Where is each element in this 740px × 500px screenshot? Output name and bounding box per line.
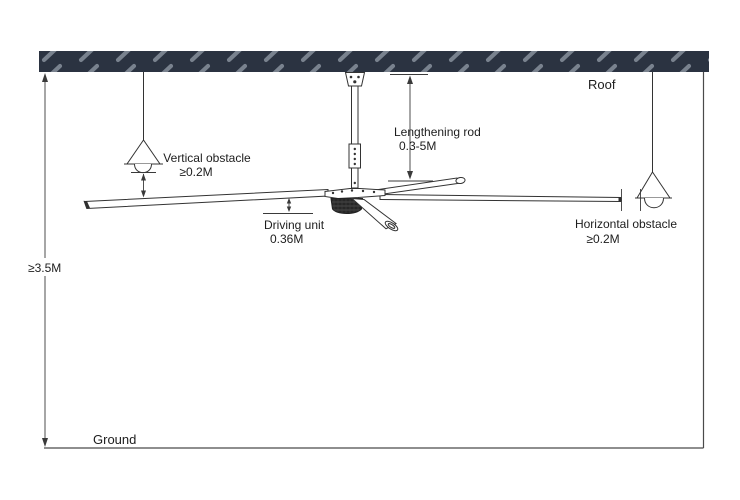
height-dimension	[22, 73, 82, 447]
driving-unit-value: 0.36M	[270, 232, 303, 246]
driving-unit-dimension	[263, 198, 313, 214]
roof-label: Roof	[588, 77, 616, 92]
fan-blade-left	[83, 188, 329, 210]
driving-unit-label: Driving unit	[264, 218, 325, 232]
fan-motor	[330, 198, 364, 215]
drop-rod	[348, 85, 361, 189]
horizontal-obstacle-label: Horizontal obstacle	[575, 217, 677, 231]
min-height-label: ≥3.5M	[28, 261, 61, 275]
horizontal-obstacle-dimension	[621, 189, 641, 211]
rod-connector	[348, 143, 361, 169]
vertical-obstacle-dimension	[131, 172, 156, 198]
vertical-obstacle-label: Vertical obstacle	[163, 151, 251, 165]
vertical-obstacle-symbol	[124, 72, 163, 174]
lengthening-rod-label: Lengthening rod	[394, 125, 481, 139]
fan-blade-right	[379, 193, 622, 203]
ground-label: Ground	[93, 432, 136, 447]
ceiling-mount-bracket	[344, 72, 366, 87]
vertical-obstacle-value: ≥0.2M	[179, 165, 212, 179]
fan-hub	[324, 188, 386, 200]
rod-dimension	[388, 74, 433, 182]
lengthening-rod-value: 0.3-5M	[399, 139, 436, 153]
horizontal-obstacle-value: ≥0.2M	[586, 232, 619, 246]
horizontal-obstacle-symbol	[635, 72, 672, 209]
fan-blade-front	[350, 197, 399, 232]
roof-structure	[39, 51, 709, 72]
